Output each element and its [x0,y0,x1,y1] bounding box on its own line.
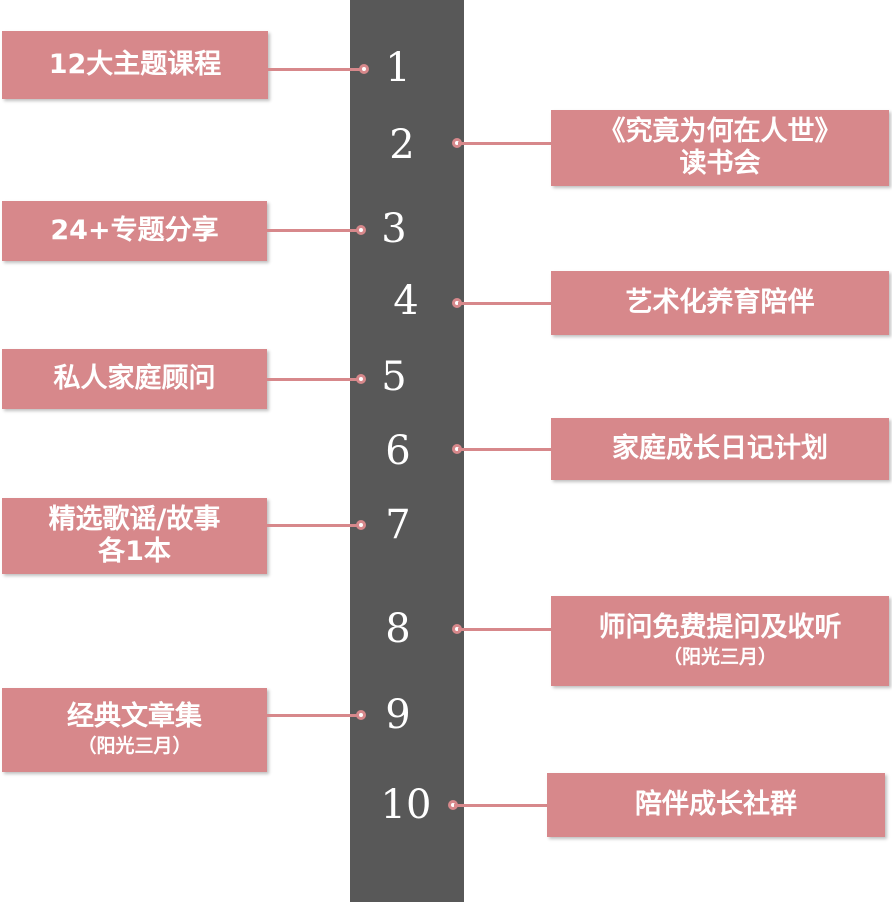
item-label-1: 12大主题课程 [48,49,222,80]
connector-dot-9 [356,710,366,720]
item-label-7: 精选歌谣/故事 [48,504,221,535]
connector-3 [267,229,362,232]
item-box-3: 24+专题分享 [2,201,267,261]
item-number-3: 3 [381,206,407,252]
item-label-6: 家庭成长日记计划 [612,433,828,464]
connector-10 [454,804,548,807]
item-number-8: 8 [385,606,411,652]
connector-dot-5 [356,374,366,384]
item-label-4: 艺术化养育陪伴 [625,287,815,318]
connector-4 [458,302,552,305]
connector-7 [267,524,362,527]
item-box-8: 师问免费提问及收听 （阳光三月） [551,596,889,686]
connector-dot-1 [359,64,369,74]
item-box-4: 艺术化养育陪伴 [551,271,889,335]
item-number-10: 10 [380,782,432,828]
item-label-2: 《究竟为何在人世》 [598,116,842,147]
connector-2 [458,142,552,145]
item-number-5: 5 [381,354,407,400]
connector-dot-7 [356,520,366,530]
item-number-7: 7 [385,502,411,548]
item-number-6: 6 [385,428,411,474]
connector-6 [458,448,552,451]
item-number-1: 1 [385,45,411,91]
timeline-spine [350,0,464,902]
connector-dot-3 [356,225,366,235]
item-box-7: 精选歌谣/故事 各1本 [2,498,267,574]
item-number-9: 9 [385,692,411,738]
item-box-2: 《究竟为何在人世》 读书会 [551,110,889,186]
item-number-4: 4 [393,278,419,324]
item-sub-8: （阳光三月） [662,646,777,668]
connector-5 [267,378,362,381]
connector-8 [458,628,552,631]
item-label-7-line2: 各1本 [98,536,171,567]
item-label-8: 师问免费提问及收听 [598,612,842,643]
item-label-9: 经典文章集 [67,701,202,732]
connector-1 [268,68,364,71]
item-number-2: 2 [389,122,415,168]
item-box-1: 12大主题课程 [2,31,268,99]
item-sub-9: （阳光三月） [77,735,192,757]
item-label-10: 陪伴成长社群 [635,789,797,820]
connector-9 [267,714,362,717]
item-label-2-line2: 读书会 [679,148,761,179]
item-box-10: 陪伴成长社群 [547,773,885,837]
item-label-5: 私人家庭顾问 [53,363,216,394]
item-box-5: 私人家庭顾问 [2,349,267,409]
item-box-6: 家庭成长日记计划 [551,418,889,480]
item-box-9: 经典文章集 （阳光三月） [2,688,267,772]
item-label-3: 24+专题分享 [50,215,219,246]
